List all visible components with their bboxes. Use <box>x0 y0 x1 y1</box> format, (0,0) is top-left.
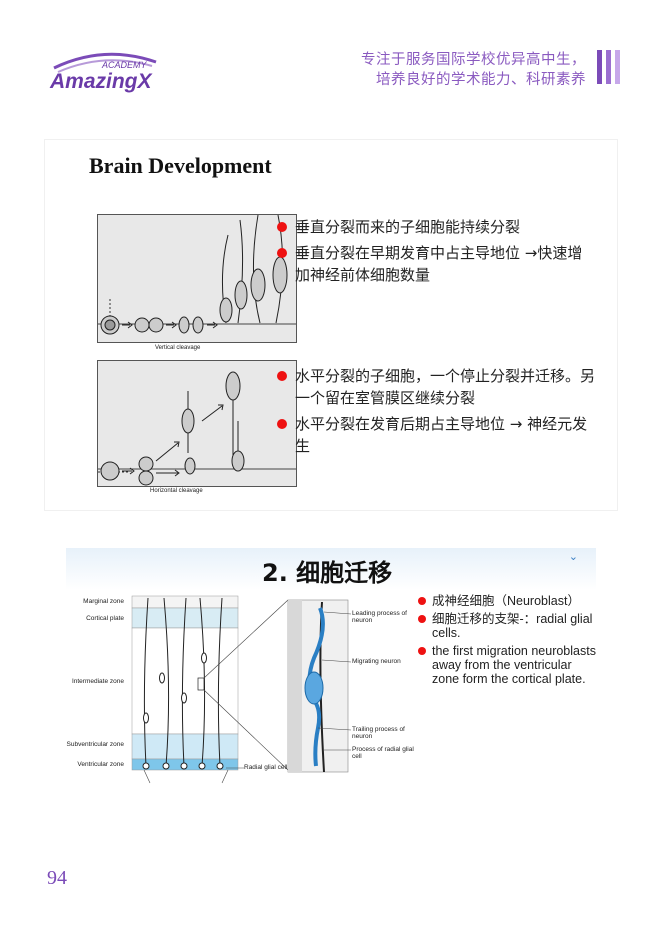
brain-development-slide: Brain Development Vertical cleavage <box>45 140 617 510</box>
page-number: 94 <box>47 867 67 889</box>
trailing-process-callout: Trailing process of neuron <box>352 726 405 740</box>
academy-logo: ACADEMY AmazingX <box>44 44 174 100</box>
bullet-item: 水平分裂在发育后期占主导地位 → 神经元发生 <box>275 413 595 457</box>
migrating-neuron-callout: Migrating neuron <box>352 658 401 665</box>
slide-header-band <box>66 548 596 590</box>
decorative-bars <box>597 50 623 84</box>
radial-process-callout: Process of radial glial cell <box>352 746 414 760</box>
bullet-item: 垂直分裂而来的子细胞能持续分裂 <box>275 216 595 238</box>
logo-name-text: AmazingX <box>49 70 154 93</box>
bullet-item: 成神经细胞（Neuroblast） <box>418 594 596 608</box>
vertical-cleavage-figure <box>97 214 297 343</box>
ventricular-zone-label: Ventricular zone <box>77 761 124 768</box>
tagline-line-1: 专注于服务国际学校优异高中生， <box>361 52 586 68</box>
horizontal-cleavage-caption: Horizontal cleavage <box>150 488 203 494</box>
header-tagline: 专注于服务国际学校优异高中生， 培养良好的学术能力、科研素养 <box>361 50 586 90</box>
tagline-line-2: 培养良好的学术能力、科研素养 <box>376 72 586 88</box>
bullet-item: 细胞迁移的支架-：radial glial cells. <box>418 612 596 640</box>
migration-bullets: 成神经细胞（Neuroblast） 细胞迁移的支架-：radial glial … <box>418 594 596 690</box>
horizontal-cleavage-figure <box>97 360 297 487</box>
bullet-item: the first migration neuroblasts away fro… <box>418 644 596 686</box>
horizontal-bullets: 水平分裂的子细胞，一个停止分裂并迁移。另一个留在室管膜区继续分裂 水平分裂在发育… <box>275 365 595 461</box>
bullet-item: 水平分裂的子细胞，一个停止分裂并迁移。另一个留在室管膜区继续分裂 <box>275 365 595 409</box>
vertical-cleavage-caption: Vertical cleavage <box>155 345 201 351</box>
bullet-item: 垂直分裂在早期发育中占主导地位 →快速增加神经前体细胞数量 <box>275 242 595 286</box>
logo-academy-text: ACADEMY <box>101 60 148 70</box>
leading-process-callout: Leading process of neuron <box>352 610 407 624</box>
chevron-down-icon: ⌄ <box>568 550 578 563</box>
slide-title: 2. 细胞迁移 <box>262 559 393 587</box>
slide-title: Brain Development <box>89 153 272 178</box>
vertical-bullets: 垂直分裂而来的子细胞能持续分裂 垂直分裂在早期发育中占主导地位 →快速增加神经前… <box>275 216 595 290</box>
intermediate-zone-label: Intermediate zone <box>71 678 124 685</box>
cortical-plate-label: Cortical plate <box>86 615 124 622</box>
marginal-zone-label: Marginal zone <box>83 598 124 605</box>
cell-migration-slide: 2. 细胞迁移 ⌄ Marginal zone Cortical plate I… <box>66 548 596 788</box>
radial-glial-label: Radial glial cell <box>244 764 288 771</box>
subventricular-zone-label: Subventricular zone <box>66 741 124 748</box>
migration-diagram <box>131 595 352 784</box>
